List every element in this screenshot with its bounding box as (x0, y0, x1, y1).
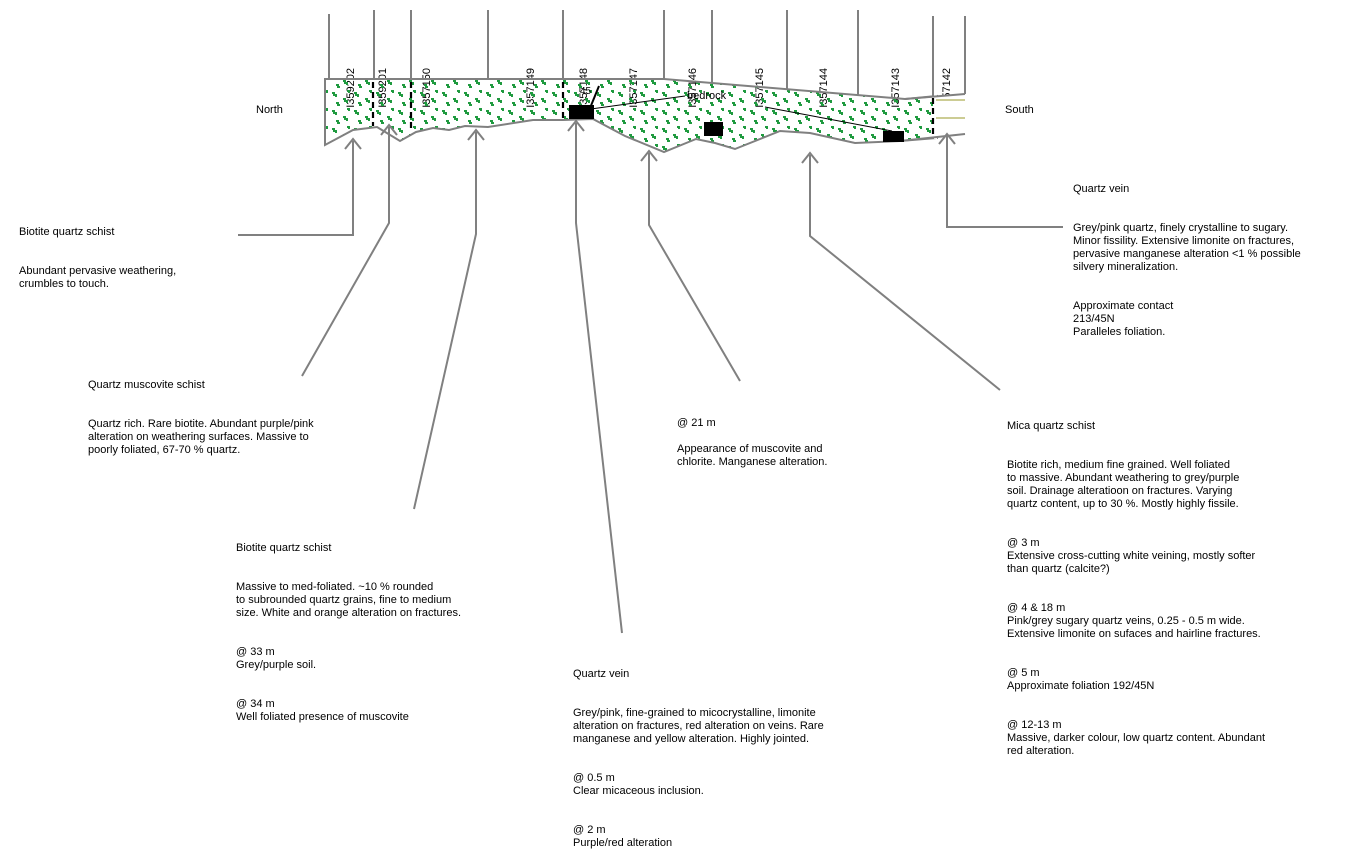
note-title: Biotite quartz schist (236, 542, 332, 554)
note-quartz-muscovite-schist: Quartz muscovite schist Quartz rich. Rar… (88, 366, 368, 470)
leader-arrow-icon (938, 132, 956, 145)
note-title: @ 21 m (677, 417, 716, 429)
note-paragraph: Grey/pink quartz, finely crystalline to … (1073, 222, 1301, 273)
rock-section: 45 bedrock (324, 78, 966, 154)
note-title: Mica quartz schist (1007, 420, 1096, 432)
note-paragraph: @ 0.5 m Clear micaceous inclusion. (573, 772, 704, 797)
leader-line (301, 127, 390, 377)
note-biotite-quartz-schist-north: Biotite quartz schist Abundant pervasive… (19, 213, 249, 304)
leader-arrow-icon (344, 137, 362, 150)
south-label: South (1005, 104, 1034, 116)
leader-lines (238, 119, 1063, 634)
note-21m: @ 21 m Appearance of muscovite and chlor… (677, 404, 877, 482)
note-quartz-vein-bedrock: Quartz vein Grey/pink, fine-grained to m… (573, 655, 893, 863)
leader-line (413, 132, 477, 510)
foliation-line (590, 95, 686, 110)
leader-line (238, 141, 354, 236)
note-paragraph: @ 3 m Extensive cross-cutting white vein… (1007, 537, 1256, 575)
note-paragraph: @ 34 m Well foliated presence of muscovi… (236, 698, 409, 723)
note-paragraph: Appearance of muscovite and chlorite. Ma… (677, 443, 828, 468)
note-title: Quartz muscovite schist (88, 379, 205, 391)
note-paragraph: @ 5 m Approximate foliation 192/45N (1007, 667, 1155, 692)
bedrock-label: bedrock (687, 90, 727, 102)
note-paragraph: Abundant pervasive weathering, crumbles … (19, 265, 177, 290)
south-outline (904, 93, 966, 100)
sample-block (569, 105, 594, 119)
quartz-vein-zone-fill (933, 94, 965, 137)
note-quartz-vein-south: Quartz vein Grey/pink quartz, finely cry… (1073, 170, 1353, 352)
note-mica-quartz-schist: Mica quartz schist Biotite rich, medium … (1007, 407, 1337, 771)
sample-block (883, 131, 904, 142)
note-biotite-quartz-schist: Biotite quartz schist Massive to med-fol… (236, 529, 516, 737)
leader-arrow-icon (640, 149, 658, 162)
leader-line (648, 153, 741, 382)
rock-section-body (324, 78, 938, 154)
note-paragraph: @ 4 & 18 m Pink/grey sugary quartz veins… (1007, 602, 1261, 640)
sample-block (704, 122, 723, 136)
note-paragraph: Massive to med-foliated. ~10 % rounded t… (236, 581, 462, 619)
leader-line (575, 123, 623, 634)
note-paragraph: @ 33 m Grey/purple soil. (236, 646, 317, 671)
note-paragraph: Quartz rich. Rare biotite. Abundant purp… (88, 418, 314, 456)
note-title: Quartz vein (1073, 183, 1130, 195)
north-label: North (256, 104, 283, 116)
note-paragraph: Grey/pink, fine-grained to micocrystalli… (573, 707, 824, 745)
leader-arrow-icon (801, 151, 819, 164)
note-title: Quartz vein (573, 668, 630, 680)
dip-label: 45 (580, 86, 592, 97)
foliation-line (764, 106, 893, 132)
leader-arrow-icon (467, 128, 485, 141)
note-paragraph: @ 12-13 m Massive, darker colour, low qu… (1007, 719, 1266, 757)
note-paragraph: @ 2 m Purple/red alteration (573, 824, 673, 849)
south-outline (899, 133, 966, 142)
leader-line (946, 136, 1063, 228)
note-paragraph: Approximate contact 213/45N Paralleles f… (1073, 300, 1174, 338)
geologic-section-diagram: I359202I359201I357150I357149I357148I3571… (238, 10, 1063, 634)
note-title: Biotite quartz schist (19, 226, 115, 238)
leader-arrow-icon (380, 123, 398, 136)
note-paragraph: Biotite rich, medium fine grained. Well … (1007, 459, 1240, 510)
leader-line (809, 155, 1001, 391)
leader-arrow-icon (567, 119, 585, 132)
